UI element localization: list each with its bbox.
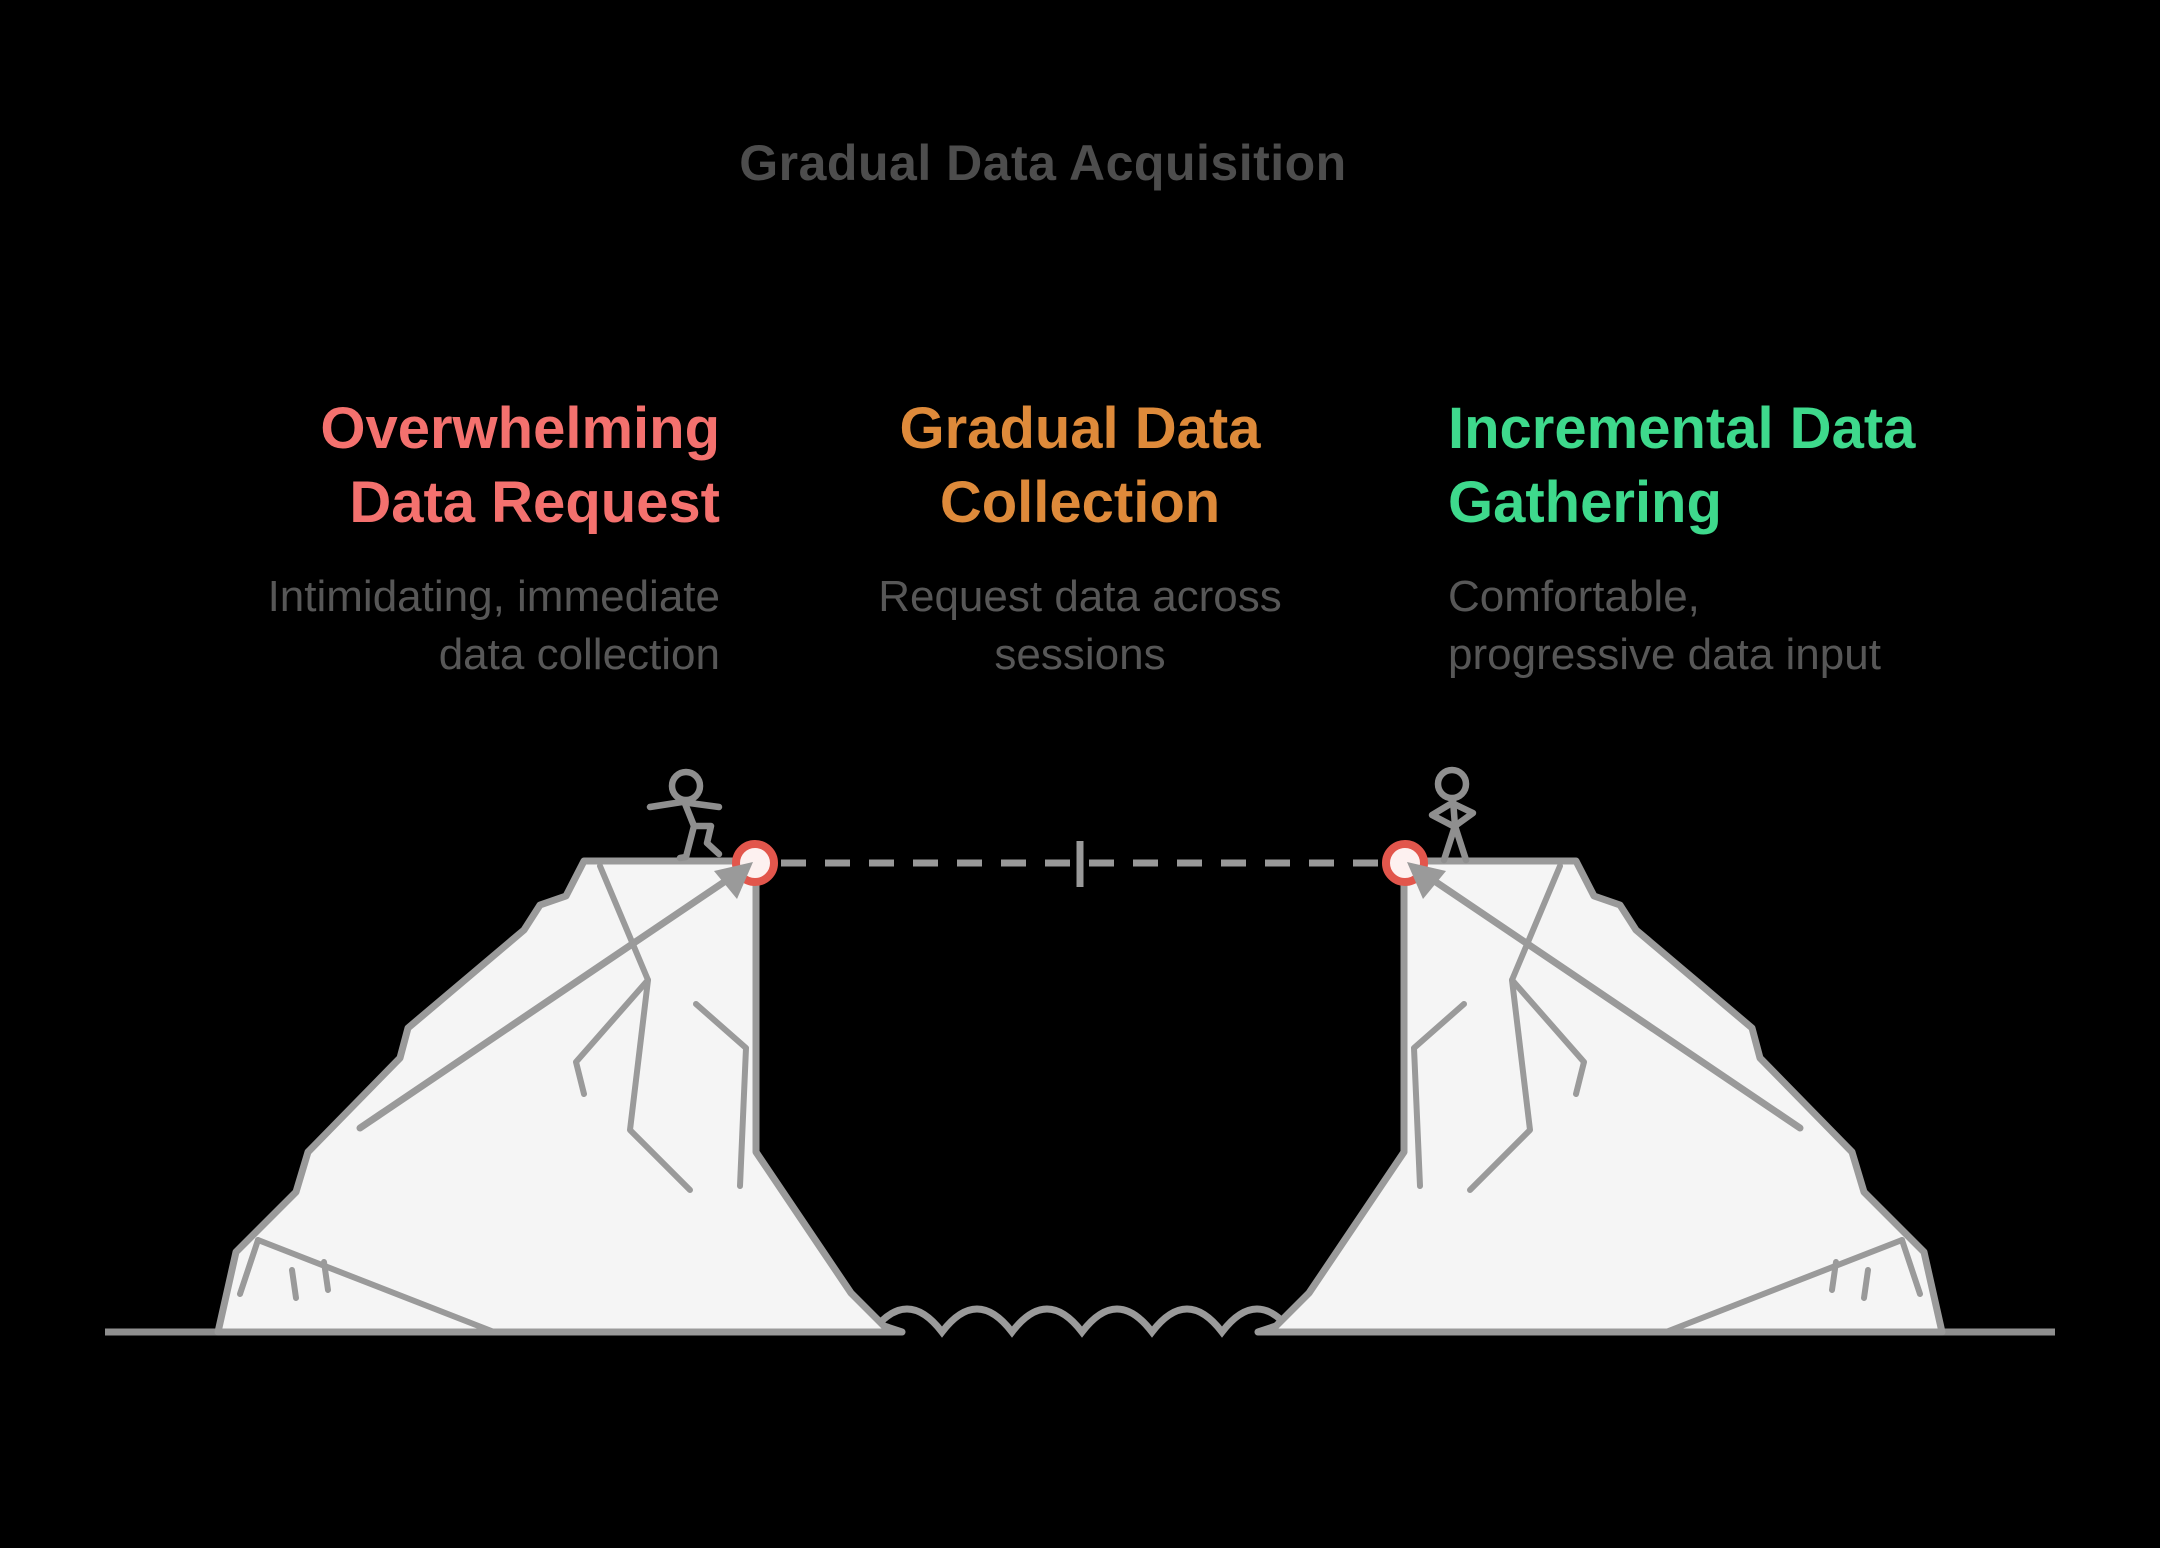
column-subtitle-line: Comfortable,	[1448, 572, 1700, 621]
left-stick-figure-walking	[646, 768, 723, 862]
column-subtitle: Request data across sessions	[830, 568, 1330, 684]
column-subtitle: Intimidating, immediate data collection	[200, 568, 720, 684]
column-heading-line: Incremental Data	[1448, 396, 1916, 461]
column-subtitle: Comfortable, progressive data input	[1448, 568, 2008, 684]
left-cliff	[218, 861, 902, 1332]
stick-figure-arms	[646, 798, 723, 811]
stick-figure-head	[1434, 766, 1470, 802]
column-heading-line: Gathering	[1448, 470, 1722, 535]
column-heading-line: Data Request	[349, 470, 720, 535]
stick-figure-right-arm	[1448, 799, 1477, 830]
column-subtitle-line: Intimidating, immediate	[267, 572, 720, 621]
right-stick-figure-standing	[1428, 766, 1477, 864]
stick-figure-left-arm	[1428, 799, 1457, 830]
stick-figure-left-leg	[1440, 822, 1459, 864]
column-subtitle-line: sessions	[994, 630, 1166, 679]
right-anchor-arrow	[1407, 862, 1804, 1132]
column-subtitle-line: Request data across	[878, 572, 1282, 621]
column-subtitle-line: data collection	[438, 630, 720, 679]
left-anchor-arrow	[356, 862, 753, 1132]
column-incremental-data-gathering: Incremental Data Gathering Comfortable, …	[1448, 392, 2008, 684]
column-heading-line: Overwhelming	[320, 396, 720, 461]
column-heading: Incremental Data Gathering	[1448, 392, 2008, 540]
stick-figure-back-leg	[676, 822, 698, 862]
diagram-title: Gradual Data Acquisition	[739, 135, 1347, 191]
column-subtitle-line: progressive data input	[1448, 630, 1881, 679]
column-gradual-data-collection: Gradual Data Collection Request data acr…	[830, 392, 1330, 684]
stick-figure-right-leg	[1451, 822, 1470, 864]
stick-figure-head	[668, 768, 704, 804]
column-heading: Overwhelming Data Request	[200, 392, 720, 540]
column-overwhelming-data-request: Overwhelming Data Request Intimidating, …	[200, 392, 720, 684]
column-heading-line: Gradual Data	[899, 396, 1261, 461]
right-cliff	[1258, 861, 1942, 1332]
column-heading: Gradual Data Collection	[830, 392, 1330, 540]
water-waves	[868, 1305, 1296, 1338]
stick-figure-front-leg	[690, 822, 723, 858]
column-heading-line: Collection	[939, 470, 1221, 535]
